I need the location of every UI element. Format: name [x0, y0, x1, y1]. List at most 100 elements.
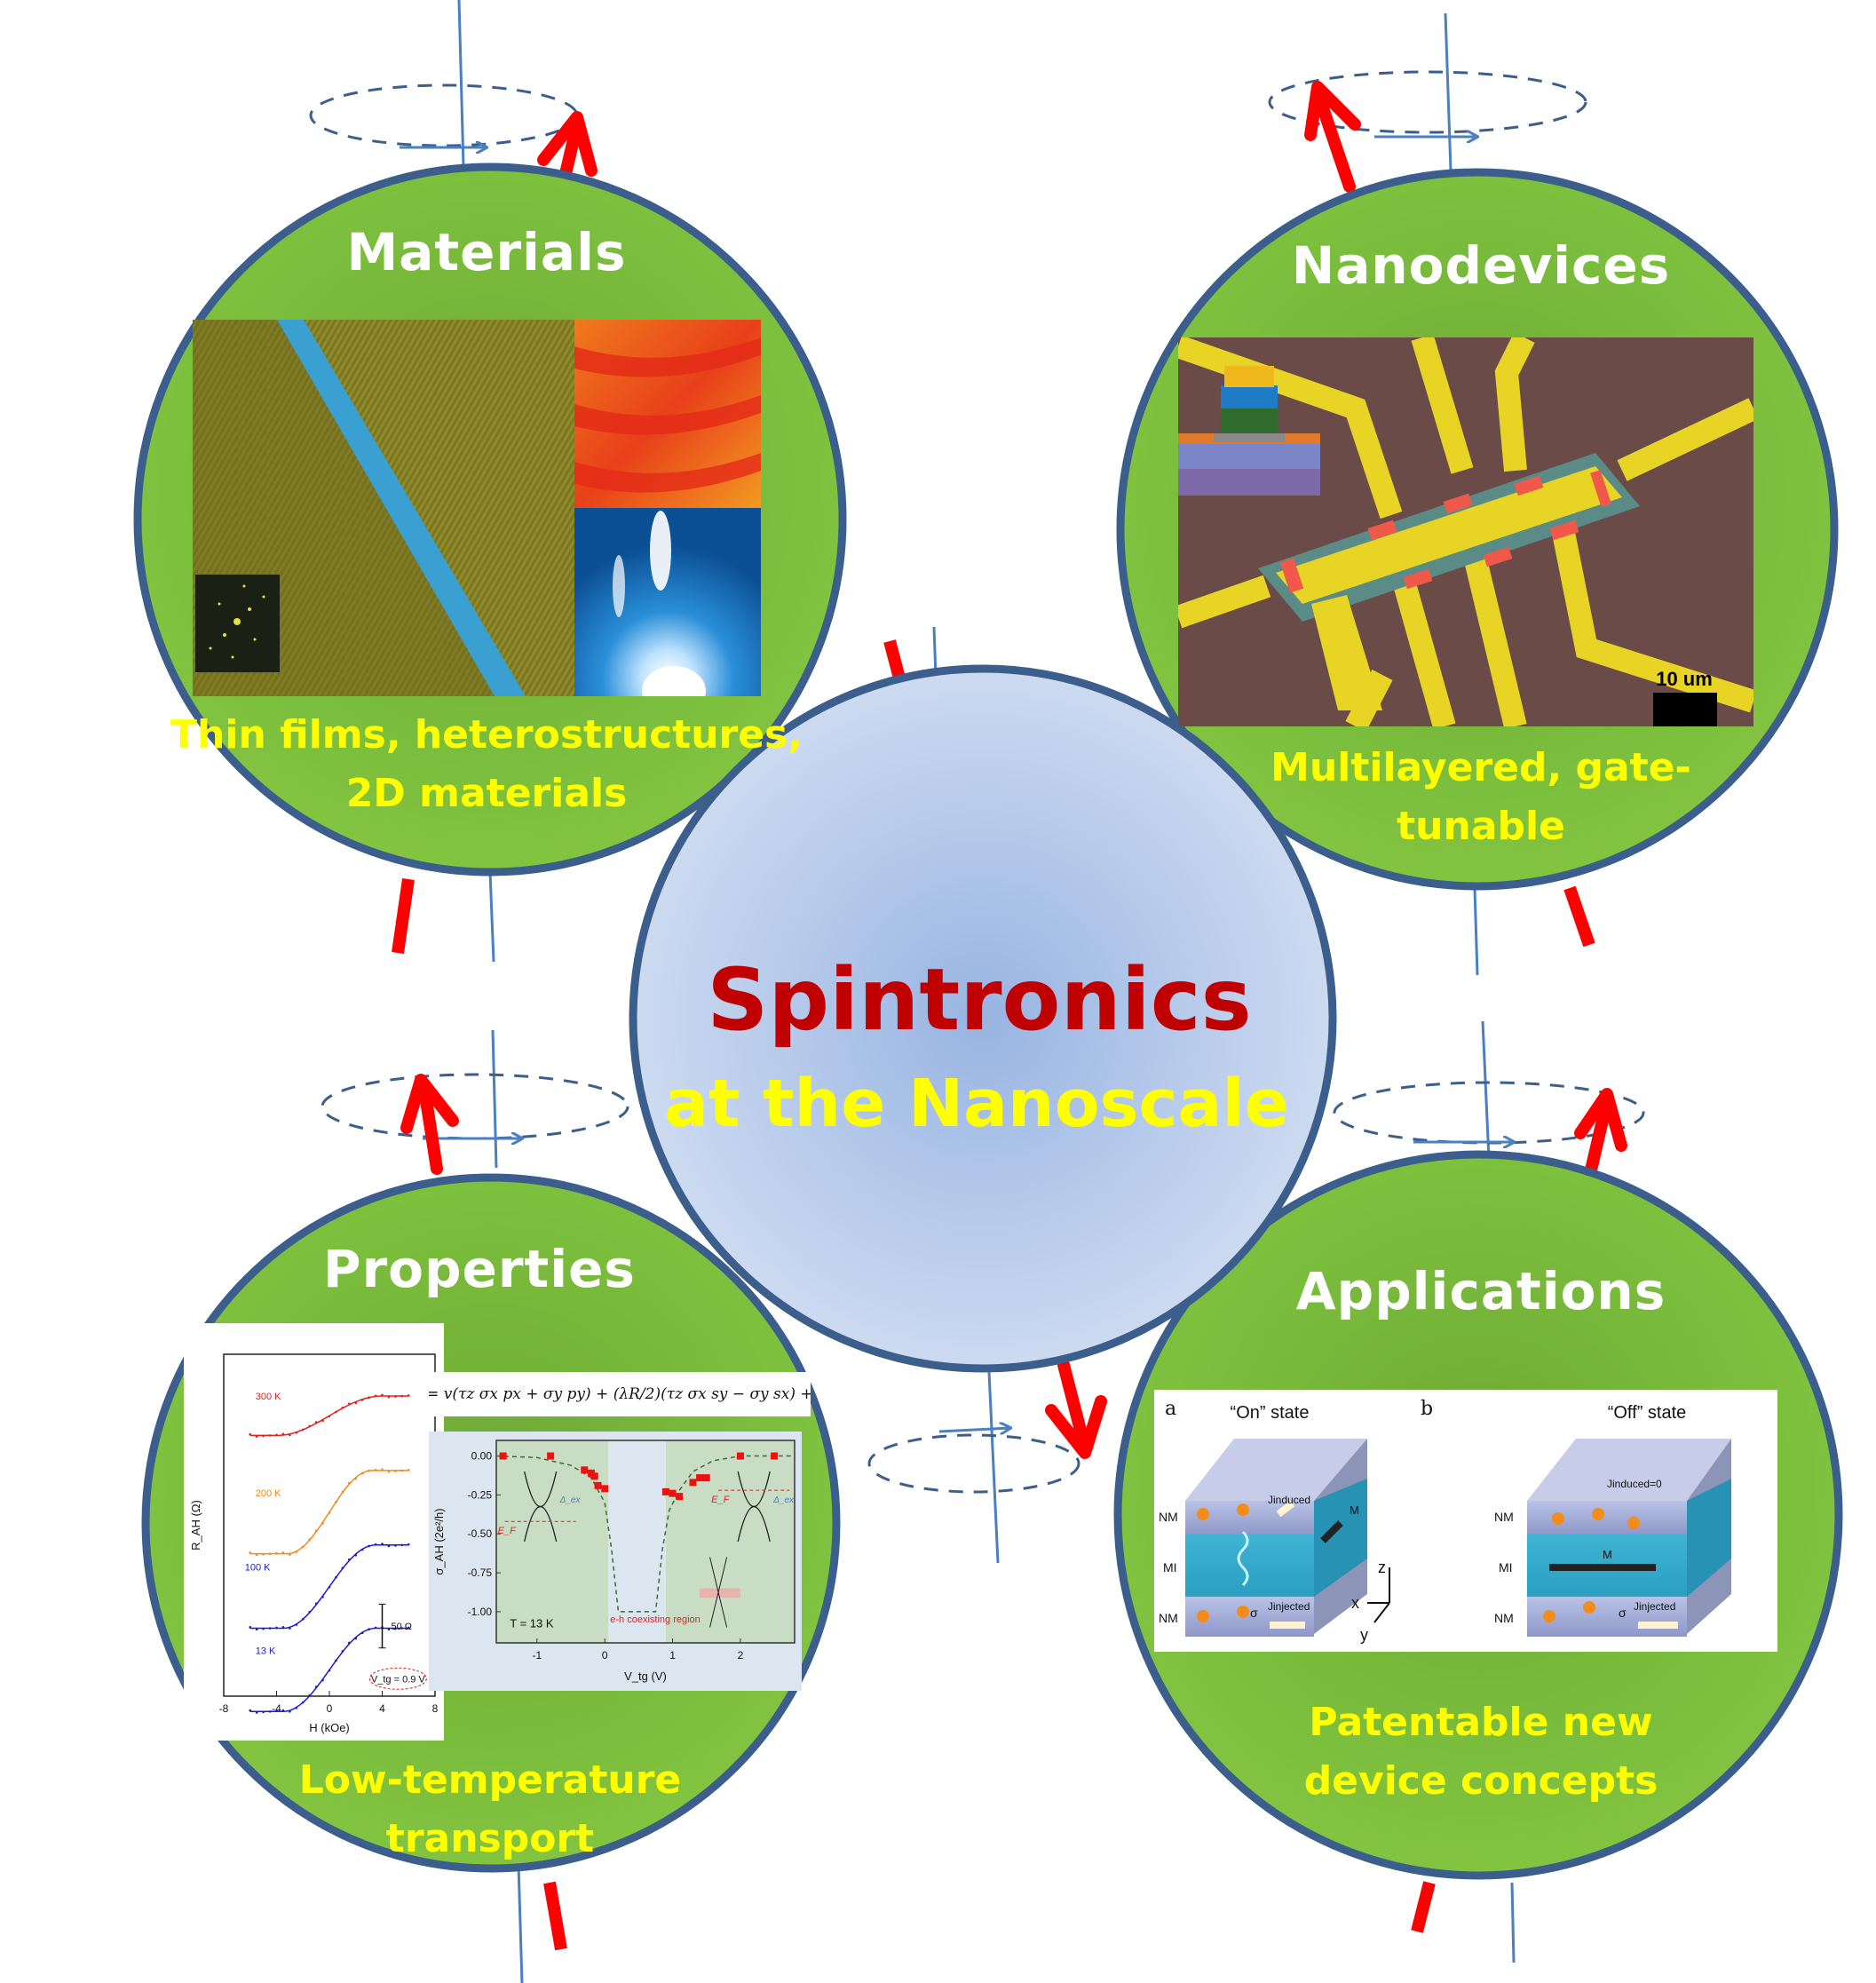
scale-bar-label: 50 Ω	[392, 1622, 413, 1632]
data-point	[335, 1501, 337, 1503]
data-point	[360, 1548, 364, 1551]
axis-y: y	[1360, 1626, 1368, 1644]
scale-bar-label: 10 um	[1656, 668, 1713, 690]
data-point	[387, 1395, 391, 1399]
data-point	[295, 1706, 298, 1709]
data-point	[736, 1452, 744, 1460]
data-point	[268, 1709, 272, 1713]
data-point	[308, 1610, 311, 1614]
equation-text: ℋτz = v(τz σx px + σy py) + (λR/2)(τz σx…	[429, 1385, 811, 1403]
data-point	[255, 1628, 258, 1631]
data-point	[321, 1522, 324, 1525]
data-point	[407, 1394, 410, 1397]
series-label: 100 K	[245, 1563, 271, 1574]
layer-label-mi: MI	[1163, 1560, 1177, 1575]
data-point	[281, 1626, 285, 1629]
data-point	[354, 1477, 358, 1480]
data-point	[394, 1395, 397, 1398]
data-point	[335, 1575, 337, 1579]
data-point	[702, 1474, 710, 1482]
data-point	[328, 1585, 331, 1589]
band-cartoon	[737, 1506, 771, 1543]
data-point	[374, 1626, 377, 1630]
nanodevice-micrograph: 10 um	[1178, 337, 1753, 726]
exchange-gap-label: Δ_ex	[559, 1495, 582, 1505]
exchange-gap-label: Δ_ex	[772, 1495, 795, 1505]
data-point	[387, 1628, 391, 1631]
sigma-label-b: σ	[1619, 1606, 1627, 1620]
x-tick-label: 0	[327, 1702, 333, 1715]
data-point	[581, 1466, 589, 1474]
center-subtitle: at the Nanoscale	[664, 1066, 1289, 1142]
eh-region-band	[608, 1440, 666, 1643]
data-point	[368, 1396, 370, 1399]
data-point	[696, 1474, 704, 1482]
data-point	[301, 1545, 305, 1549]
spin-precession-properties	[321, 1029, 629, 1175]
series-label: 13 K	[256, 1646, 276, 1656]
panel-b-title: “Off” state	[1608, 1403, 1687, 1423]
properties-caption: Low-temperature transport	[299, 1751, 682, 1868]
data-point	[374, 1468, 377, 1471]
spin-device-image: a “On” state NM MI NM Jinduced Jinjected…	[1159, 1398, 1731, 1644]
nanodevices-caption-line2: tunable	[1397, 804, 1565, 849]
data-point	[262, 1434, 265, 1438]
layer-label-nm-bottom: NM	[1159, 1611, 1178, 1625]
j-injected-label-b: Jinjected	[1634, 1600, 1675, 1613]
spin-arrow-icon	[1574, 1088, 1627, 1184]
nanodevices-title: Nanodevices	[1291, 235, 1671, 296]
data-point	[771, 1452, 779, 1460]
data-point	[262, 1710, 265, 1714]
panel-a-letter: a	[1165, 1398, 1176, 1420]
nanodevices-caption-line1: Multilayered, gate-	[1270, 745, 1691, 790]
applications-caption: Patentable new device concepts	[1304, 1693, 1658, 1811]
nanodevices-caption: Multilayered, gate- tunable	[1270, 739, 1691, 856]
data-point	[594, 1481, 602, 1489]
center-bubble	[629, 664, 1337, 1373]
data-point	[301, 1701, 305, 1704]
interface-layer	[277, 320, 526, 696]
coordinate-axes-icon: z x y	[1351, 1559, 1390, 1644]
layer-label-nm-top: NM	[1159, 1510, 1178, 1524]
data-point	[289, 1627, 291, 1630]
data-point	[308, 1693, 311, 1697]
data-point	[348, 1402, 351, 1405]
data-point	[400, 1627, 404, 1630]
precession-orbit	[309, 83, 579, 147]
data-point	[394, 1470, 397, 1472]
data-point	[249, 1551, 252, 1554]
annotation-vtg: V_tg = 0.9 V	[371, 1674, 426, 1685]
data-point	[335, 1410, 337, 1414]
fermi-band-highlight	[700, 1588, 740, 1598]
data-point	[354, 1637, 358, 1640]
layer-label-nm-top-b: NM	[1494, 1510, 1514, 1524]
data-point	[394, 1544, 397, 1547]
data-point	[661, 1487, 669, 1495]
data-point	[348, 1558, 351, 1561]
data-point	[249, 1709, 252, 1712]
data-point	[354, 1401, 358, 1405]
x-tick-label: 0	[602, 1649, 608, 1662]
data-point	[301, 1428, 305, 1432]
data-point	[308, 1424, 311, 1428]
off-state-stack	[1527, 1439, 1731, 1637]
fit-curve	[495, 1455, 795, 1613]
data-point	[381, 1468, 384, 1471]
panel-b-letter: b	[1421, 1398, 1433, 1420]
data-point	[281, 1551, 285, 1554]
data-point	[295, 1431, 298, 1434]
annotation-ellipse	[368, 1667, 427, 1690]
data-point	[368, 1544, 370, 1548]
data-point	[400, 1394, 404, 1398]
sigma-label: σ	[1250, 1606, 1258, 1620]
data-point	[676, 1493, 684, 1501]
spin-precession-nanodevices	[1268, 12, 1587, 193]
plot-frame	[495, 1440, 796, 1644]
y-axis-label: R_AH (Ω)	[189, 1500, 202, 1551]
data-point	[281, 1432, 285, 1436]
layer-label-mi-b: MI	[1499, 1560, 1513, 1575]
data-point	[381, 1543, 384, 1545]
